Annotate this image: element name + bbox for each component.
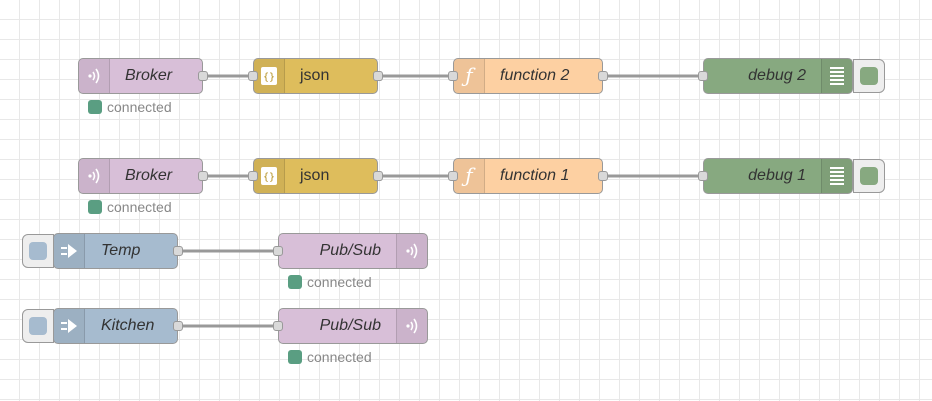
output-port[interactable] [598, 171, 608, 181]
list-icon [821, 159, 852, 193]
radio-waves-icon [396, 234, 427, 268]
debug-node[interactable]: debug 1 [698, 158, 853, 194]
json-node[interactable]: {} json [248, 158, 383, 194]
output-port[interactable] [198, 171, 208, 181]
node-label: Pub/Sub [319, 242, 381, 259]
node-label: Broker [125, 67, 173, 84]
input-port[interactable] [448, 71, 458, 81]
node-label: function 1 [500, 167, 570, 184]
status-text: connected [107, 199, 172, 215]
function-node[interactable]: ƒ function 1 [448, 158, 608, 194]
node-label: json [300, 167, 330, 184]
function-node[interactable]: ƒ function 2 [448, 58, 608, 94]
function-icon: ƒ [454, 59, 485, 93]
toggle-square-icon [860, 67, 878, 85]
node-label: debug 2 [748, 67, 806, 84]
list-icon [821, 59, 852, 93]
node-label: json [300, 67, 330, 84]
radio-waves-icon [79, 159, 110, 193]
mqtt-out-node[interactable]: Pub/Sub [273, 233, 428, 269]
inject-trigger-button[interactable] [22, 234, 54, 268]
input-port[interactable] [248, 71, 258, 81]
status-connected-icon [88, 100, 102, 114]
trigger-square-icon [29, 242, 47, 260]
node-label: function 2 [500, 67, 570, 84]
input-port[interactable] [273, 246, 283, 256]
node-status: connected [288, 349, 372, 365]
node-status: connected [88, 199, 172, 215]
arrow-right-icon [54, 234, 85, 268]
inject-node[interactable]: Kitchen [53, 308, 183, 344]
toggle-square-icon [860, 167, 878, 185]
radio-waves-icon [79, 59, 110, 93]
output-port[interactable] [373, 71, 383, 81]
status-text: connected [307, 349, 372, 365]
node-label: Temp [101, 242, 141, 259]
input-port[interactable] [698, 71, 708, 81]
status-connected-icon [288, 275, 302, 289]
node-label: Kitchen [101, 317, 155, 334]
status-text: connected [107, 99, 172, 115]
function-icon: ƒ [454, 159, 485, 193]
svg-text:ƒ: ƒ [461, 165, 476, 187]
debug-toggle-button[interactable] [853, 59, 885, 93]
output-port[interactable] [198, 71, 208, 81]
trigger-square-icon [29, 317, 47, 335]
status-connected-icon [88, 200, 102, 214]
debug-node[interactable]: debug 2 [698, 58, 853, 94]
node-label: debug 1 [748, 167, 806, 184]
arrow-right-icon [54, 309, 85, 343]
inject-trigger-button[interactable] [22, 309, 54, 343]
output-port[interactable] [598, 71, 608, 81]
input-port[interactable] [273, 321, 283, 331]
output-port[interactable] [173, 321, 183, 331]
mqtt-in-node[interactable]: Broker [78, 158, 208, 194]
node-status: connected [88, 99, 172, 115]
output-port[interactable] [373, 171, 383, 181]
svg-text:ƒ: ƒ [461, 65, 476, 87]
output-port[interactable] [173, 246, 183, 256]
braces-icon: {} [254, 59, 285, 93]
node-status: connected [288, 274, 372, 290]
svg-text:{}: {} [263, 172, 275, 183]
mqtt-out-node[interactable]: Pub/Sub [273, 308, 428, 344]
braces-icon: {} [254, 159, 285, 193]
input-port[interactable] [448, 171, 458, 181]
node-label: Broker [125, 167, 173, 184]
debug-toggle-button[interactable] [853, 159, 885, 193]
status-connected-icon [288, 350, 302, 364]
input-port[interactable] [698, 171, 708, 181]
svg-text:{}: {} [263, 72, 275, 83]
inject-node[interactable]: Temp [53, 233, 183, 269]
input-port[interactable] [248, 171, 258, 181]
status-text: connected [307, 274, 372, 290]
mqtt-in-node[interactable]: Broker [78, 58, 208, 94]
radio-waves-icon [396, 309, 427, 343]
node-label: Pub/Sub [319, 317, 381, 334]
json-node[interactable]: {} json [248, 58, 383, 94]
